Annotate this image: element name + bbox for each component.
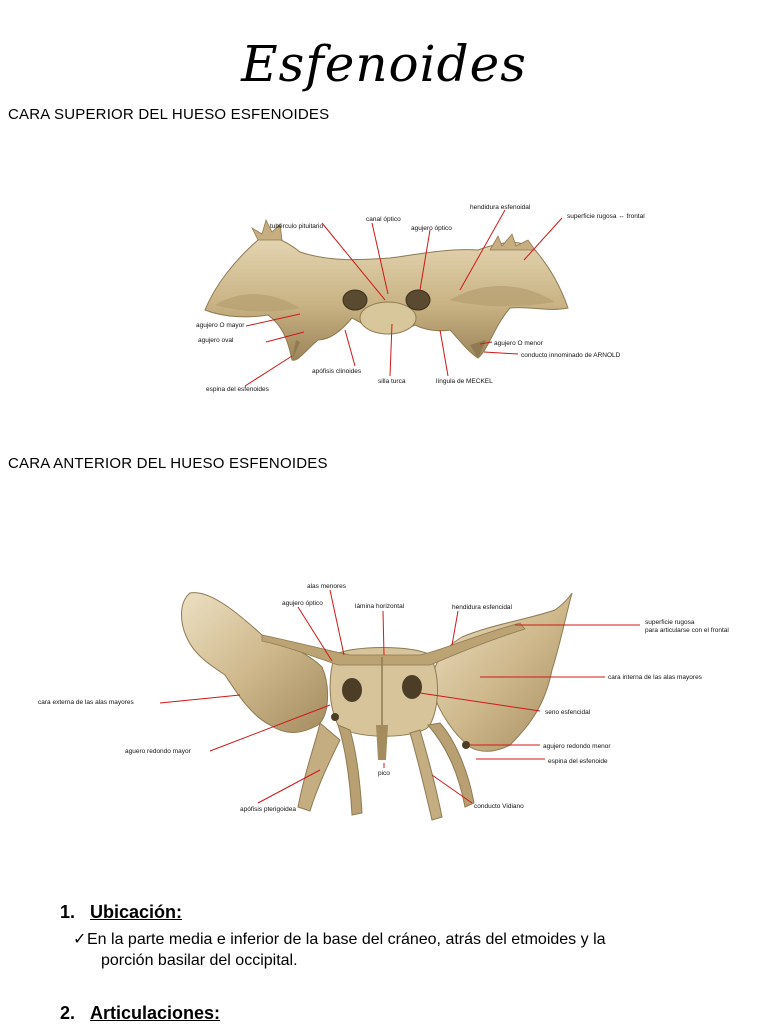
ubicacion-line-1: En la parte media e inferior de la base … bbox=[87, 931, 606, 948]
list-item: 1. Ubicación: ✓En la parte media e inferi… bbox=[60, 902, 606, 971]
label-tuberculo: tubérculo pituitario bbox=[270, 223, 323, 230]
label-silla: silla turca bbox=[378, 378, 406, 385]
label-redondo-mayor: aguero redondo mayor bbox=[125, 748, 192, 755]
label-hendidura: hendidura esfenoidal bbox=[470, 204, 531, 211]
label-agujero-optico: agujero óptico bbox=[411, 225, 452, 232]
superior-heading: CARA SUPERIOR DEL HUESO ESFENOIDES bbox=[8, 106, 330, 123]
anterior-heading: CARA ANTERIOR DEL HUESO ESFENOIDES bbox=[8, 455, 328, 472]
label-vidiano: conducto Vidiano bbox=[474, 803, 524, 810]
label-o-menor: agujero O menor bbox=[494, 340, 544, 347]
sphenoid-bone-anterior bbox=[181, 592, 573, 821]
label-conducto: conducto innominado de ARNOLD bbox=[521, 352, 621, 359]
label-redondo-menor: agujero redondo menor bbox=[543, 743, 611, 750]
label-pico: pico bbox=[378, 770, 390, 777]
label-oval: agujero oval bbox=[198, 337, 234, 344]
superior-leader-lines bbox=[244, 209, 563, 387]
list-number: 2. bbox=[60, 1003, 76, 1023]
ubicacion-text: ✓En la parte media e inferior de la base… bbox=[73, 929, 606, 971]
articulaciones-heading: Articulaciones: bbox=[90, 1003, 221, 1023]
label-hendidura-anterior: hendidura esfencidal bbox=[452, 604, 513, 611]
label-superficie-2: para articularse con el frontal bbox=[645, 627, 729, 634]
label-seno: seno esfencidal bbox=[545, 709, 591, 716]
list-item: 2. Articulaciones: bbox=[60, 1003, 220, 1024]
superior-view-illustration: tubérculo pituitario canal óptico agujer… bbox=[196, 204, 645, 393]
label-espina-anterior: espina del esfenoide bbox=[548, 758, 608, 765]
anterior-view-illustration: alas menores agujero óptico lámina horiz… bbox=[38, 583, 729, 821]
label-lingula: língula de MECKEL bbox=[436, 378, 493, 385]
checkmark-icon: ✓ bbox=[73, 931, 87, 948]
sphenoid-bone-superior bbox=[204, 218, 569, 361]
list-item-title: 1. Ubicación: bbox=[60, 902, 606, 923]
label-espina: espina del esfenoides bbox=[206, 386, 270, 393]
ubicacion-line-2: porción basilar del occipital. bbox=[101, 952, 298, 969]
list-number: 1. bbox=[60, 902, 76, 922]
anterior-leader-lines bbox=[159, 589, 640, 804]
label-pterigoidea: apófisis pterigoidea bbox=[240, 806, 296, 813]
ubicacion-heading: Ubicación: bbox=[90, 902, 183, 922]
label-superficie-1: superficie rugosa bbox=[645, 619, 695, 626]
label-superficie: superficie rugosa ↔ frontal bbox=[567, 213, 645, 220]
label-cara-externa: cara externa de las alas mayores bbox=[38, 699, 134, 706]
label-o-mayor: agujero O mayor bbox=[196, 322, 245, 329]
label-lamina: lámina horizontal bbox=[355, 603, 405, 610]
label-agujero-optico-anterior: agujero óptico bbox=[282, 600, 323, 607]
list-item-title: 2. Articulaciones: bbox=[60, 1003, 220, 1024]
label-alas-menores: alas menores bbox=[307, 583, 347, 590]
label-apofisis: apófisis clinoides bbox=[312, 368, 362, 375]
page-title: Esfenoides bbox=[241, 35, 527, 93]
label-canal-optico: canal óptico bbox=[366, 216, 401, 223]
label-cara-interna: cara interna de las alas mayores bbox=[608, 674, 703, 681]
